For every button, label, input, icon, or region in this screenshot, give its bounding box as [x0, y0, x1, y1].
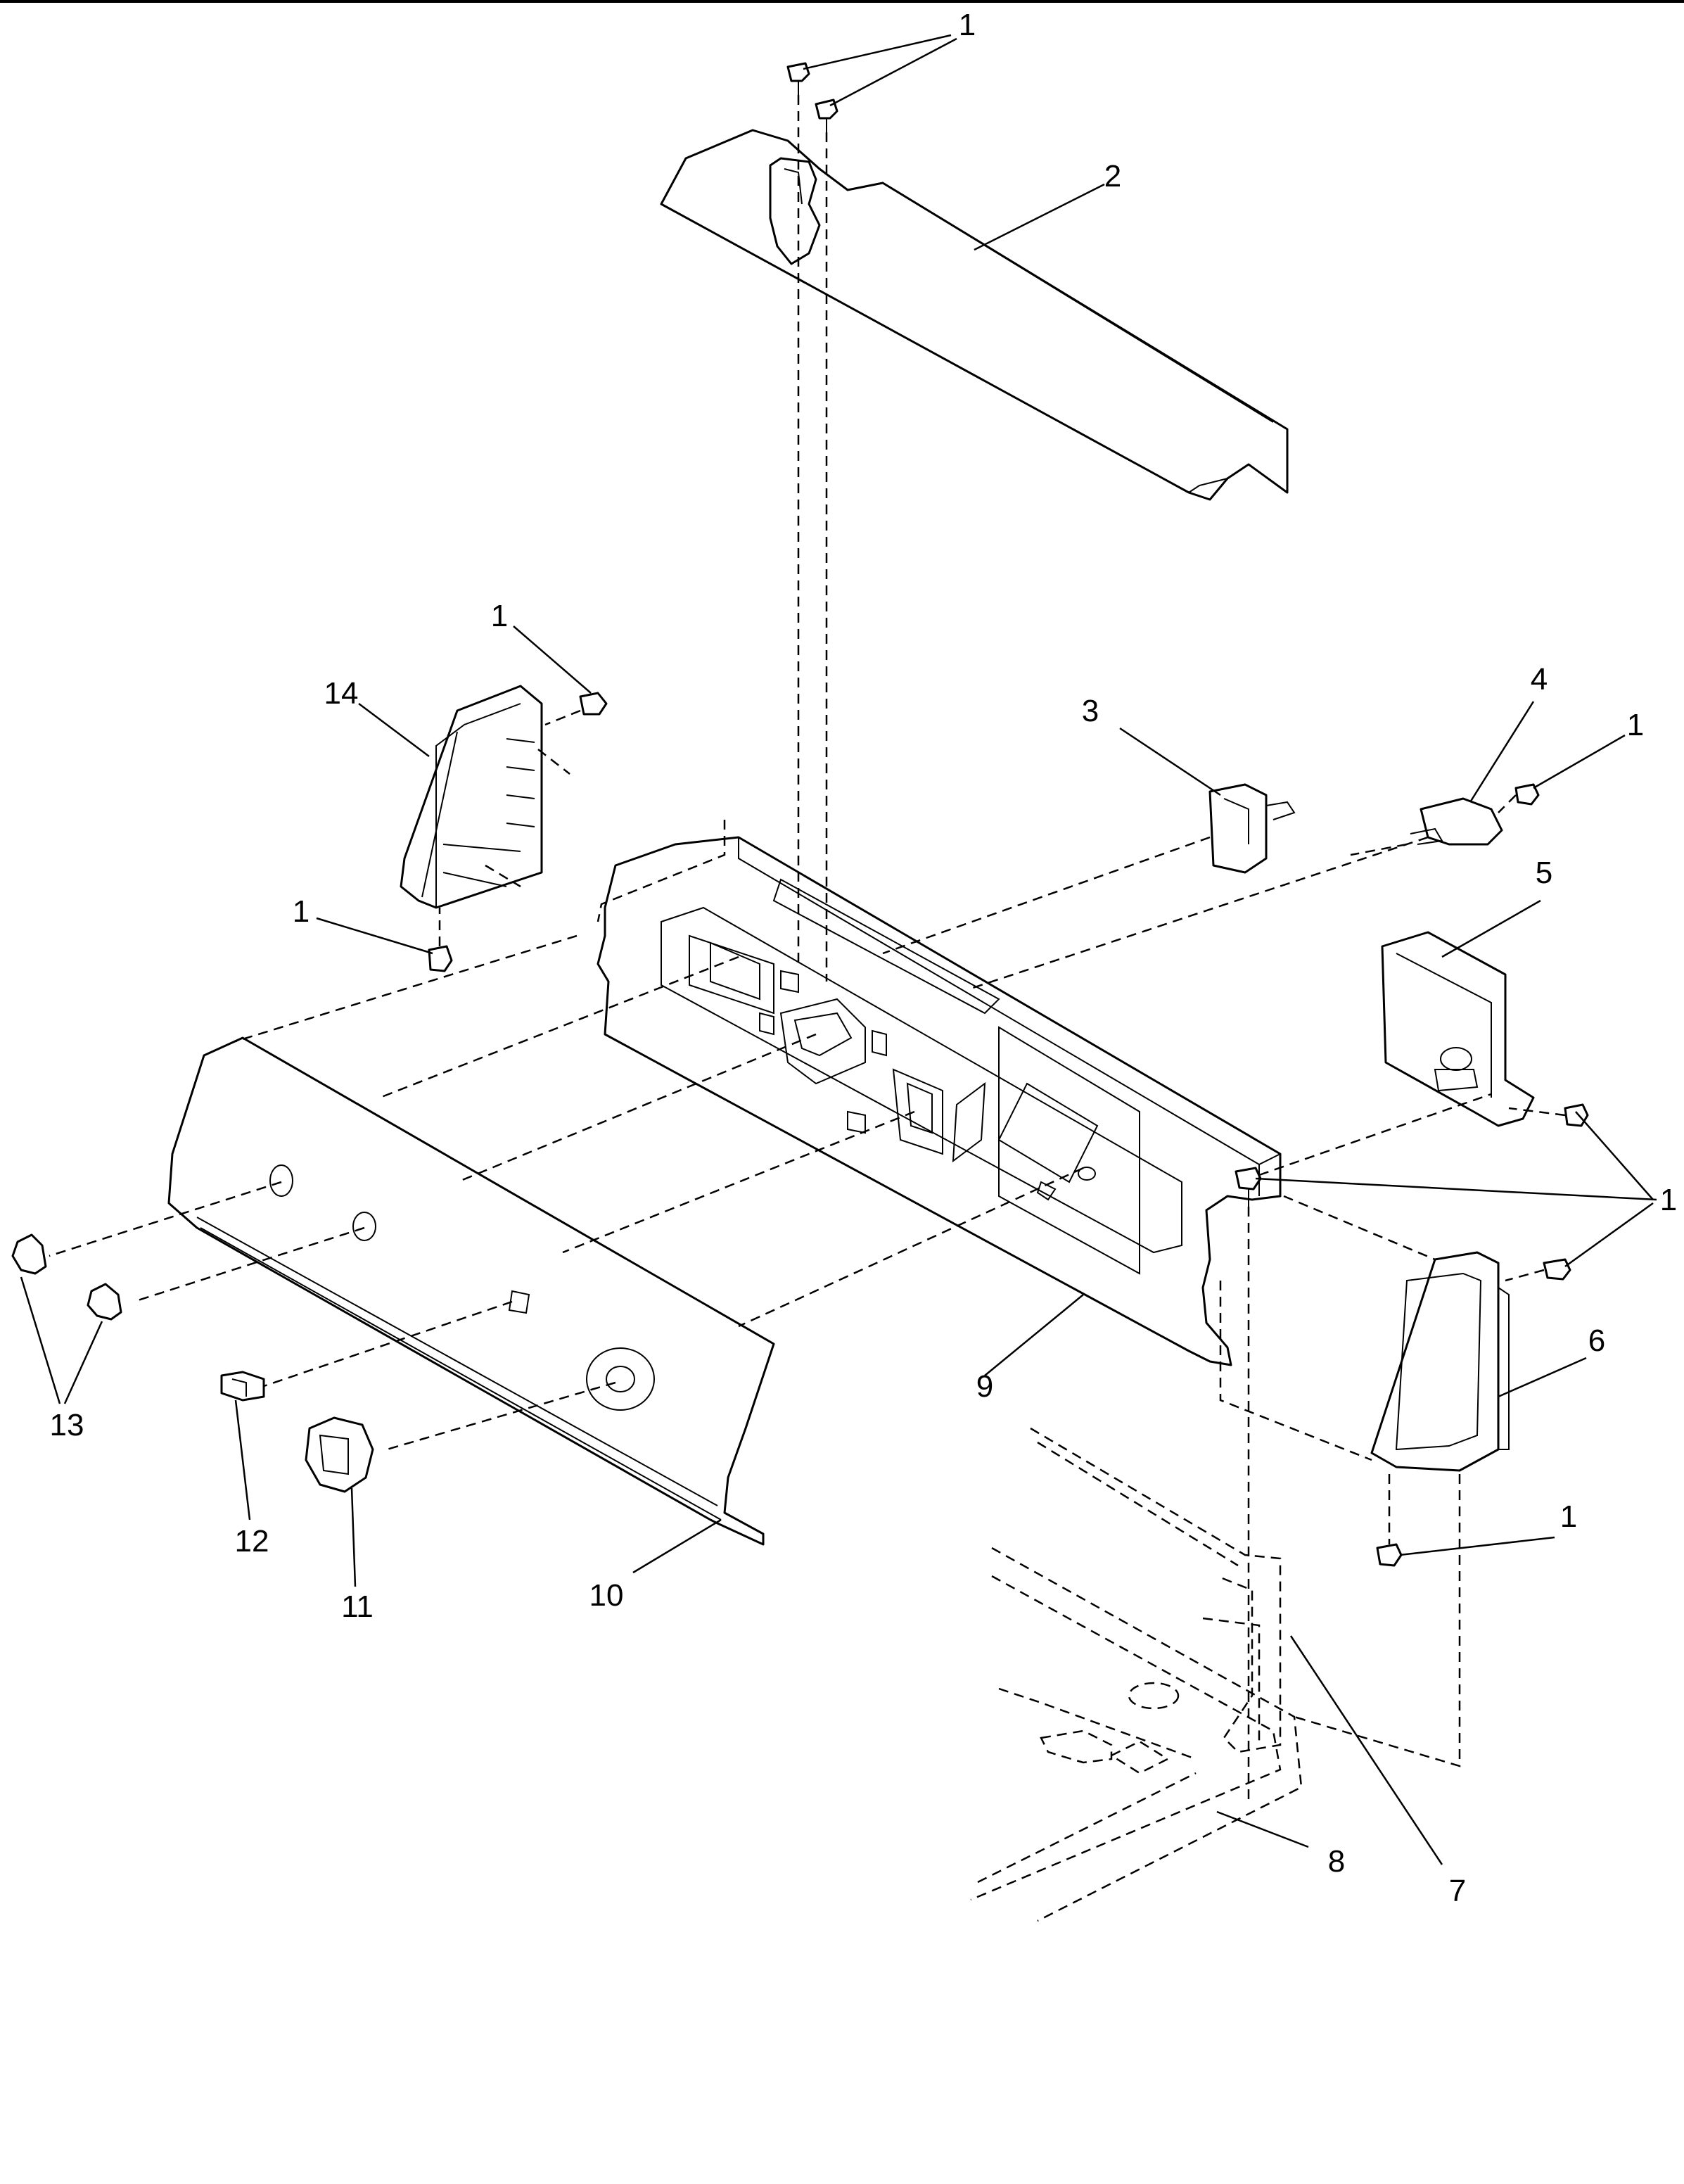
- part-12-rocker-switch: [220, 1371, 265, 1402]
- callout-8: 8: [1328, 1844, 1345, 1879]
- part-1-screw-end-cap-upper: [579, 692, 608, 716]
- callout-1: 1: [293, 894, 310, 929]
- dash-line: [597, 820, 726, 922]
- dash-line: [1219, 1281, 1372, 1461]
- callout-1: 1: [1660, 1183, 1677, 1217]
- callout-10: 10: [589, 1578, 624, 1613]
- callout-3: 3: [1082, 694, 1099, 728]
- dash-line: [485, 864, 521, 888]
- part-1-screw-top-b: [815, 99, 838, 132]
- callout-12: 12: [235, 1524, 269, 1558]
- leader-lines: [20, 34, 1657, 1865]
- dash-line: [970, 836, 1429, 990]
- dash-line: [738, 1167, 1084, 1328]
- dash-line: [133, 1226, 365, 1303]
- callout-2: 2: [1104, 159, 1121, 193]
- part-7-bracket: [1030, 1427, 1282, 1753]
- part-8-cabinet-top: [970, 1547, 1303, 1922]
- dash-line: [457, 1033, 817, 1183]
- part-10-front-panel: [167, 1036, 775, 1546]
- dash-line: [235, 934, 578, 1043]
- part-1-screw-end-cap-lower: [428, 945, 453, 972]
- dash-line: [49, 1181, 282, 1257]
- dash-line: [1350, 843, 1408, 856]
- callout-4: 4: [1531, 662, 1548, 697]
- part-9-console-panel: [597, 836, 1282, 1366]
- callout-13: 13: [50, 1408, 84, 1442]
- callout-1: 1: [491, 599, 508, 633]
- part-14-left-end-cap: [400, 685, 543, 909]
- callout-1: 1: [1560, 1499, 1577, 1534]
- callout-labels: 1 2 1 14 3 4 1 1 5 1 6 9 13 12 11 10 1 8…: [50, 8, 1678, 1908]
- part-1-screw-console-right: [1235, 1167, 1262, 1207]
- callout-7: 7: [1449, 1874, 1466, 1908]
- part-1-screw-end-cap-right-lower: [1376, 1543, 1403, 1567]
- part-5-timer: [1381, 931, 1535, 1127]
- dash-line: [1283, 1195, 1436, 1261]
- part-3-switch: [1208, 783, 1296, 874]
- part-6-right-end-cap: [1370, 1251, 1510, 1472]
- dash-line: [1294, 1474, 1461, 1767]
- callout-6: 6: [1588, 1323, 1605, 1358]
- part-1-screw-end-cap-right-upper: [1543, 1258, 1571, 1281]
- callout-9: 9: [976, 1369, 993, 1404]
- callout-11: 11: [341, 1589, 374, 1624]
- part-4-switch: [1410, 797, 1503, 846]
- part-13-knob-b: [87, 1283, 122, 1321]
- dash-line: [263, 1300, 513, 1388]
- callout-5: 5: [1536, 856, 1552, 890]
- part-1-screw-top-a: [786, 62, 810, 95]
- dash-line: [1508, 1107, 1566, 1117]
- dash-line: [1505, 1269, 1545, 1282]
- part-13-knob-a: [11, 1233, 47, 1275]
- part-1-screw-part-4: [1514, 783, 1540, 806]
- callout-14: 14: [324, 676, 359, 711]
- dash-line: [544, 709, 581, 726]
- dash-line: [386, 1381, 616, 1451]
- callout-1: 1: [959, 8, 976, 42]
- dash-line: [1258, 1093, 1492, 1176]
- dash-line: [562, 1110, 915, 1254]
- part-2-top-trim: [660, 129, 1289, 501]
- part-11-selector-knob: [305, 1416, 374, 1493]
- dash-line: [537, 749, 570, 775]
- dash-line: [882, 836, 1211, 955]
- dash-line: [1498, 794, 1517, 813]
- callout-1: 1: [1627, 708, 1644, 742]
